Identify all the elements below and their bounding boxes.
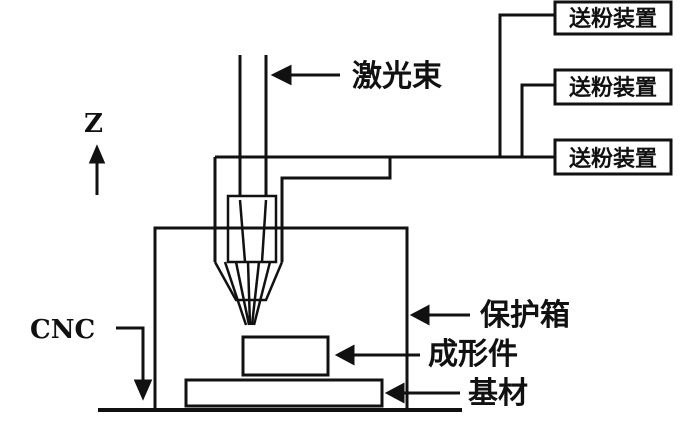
cnc-arrow: [116, 326, 145, 385]
z-axis-label: Z: [84, 109, 103, 139]
powder-feeder-2: 送粉装置: [553, 68, 673, 106]
powder-feeder-2-label: 送粉装置: [569, 75, 657, 101]
powder-feeder-3: 送粉装置: [553, 138, 673, 176]
cnc-label: CNC: [30, 315, 95, 345]
laser-beam-label: 激光束: [352, 59, 442, 94]
powder-feeder-1: 送粉装置: [553, 0, 673, 36]
laser-beam: [238, 55, 268, 196]
formed-part-label: 成形件: [428, 337, 518, 372]
nozzle: [213, 194, 284, 326]
powder-feeder-3-label: 送粉装置: [569, 146, 657, 172]
substrate-arrowhead: [384, 382, 405, 404]
protective-box-arrowhead: [409, 304, 430, 326]
formed-part-arrowhead: [334, 344, 355, 366]
powder-feed-pipes: [213, 13, 555, 262]
substrate-label: 基材: [468, 376, 528, 411]
powder-feeder-1-label: 送粉装置: [569, 6, 657, 32]
z-axis-arrowhead: [88, 144, 106, 164]
formed-part: [241, 335, 330, 377]
protective-box-label: 保护箱: [480, 298, 570, 333]
cnc-arrowhead: [133, 379, 153, 401]
laser-beam-arrowhead: [270, 64, 292, 86]
substrate: [184, 378, 384, 408]
